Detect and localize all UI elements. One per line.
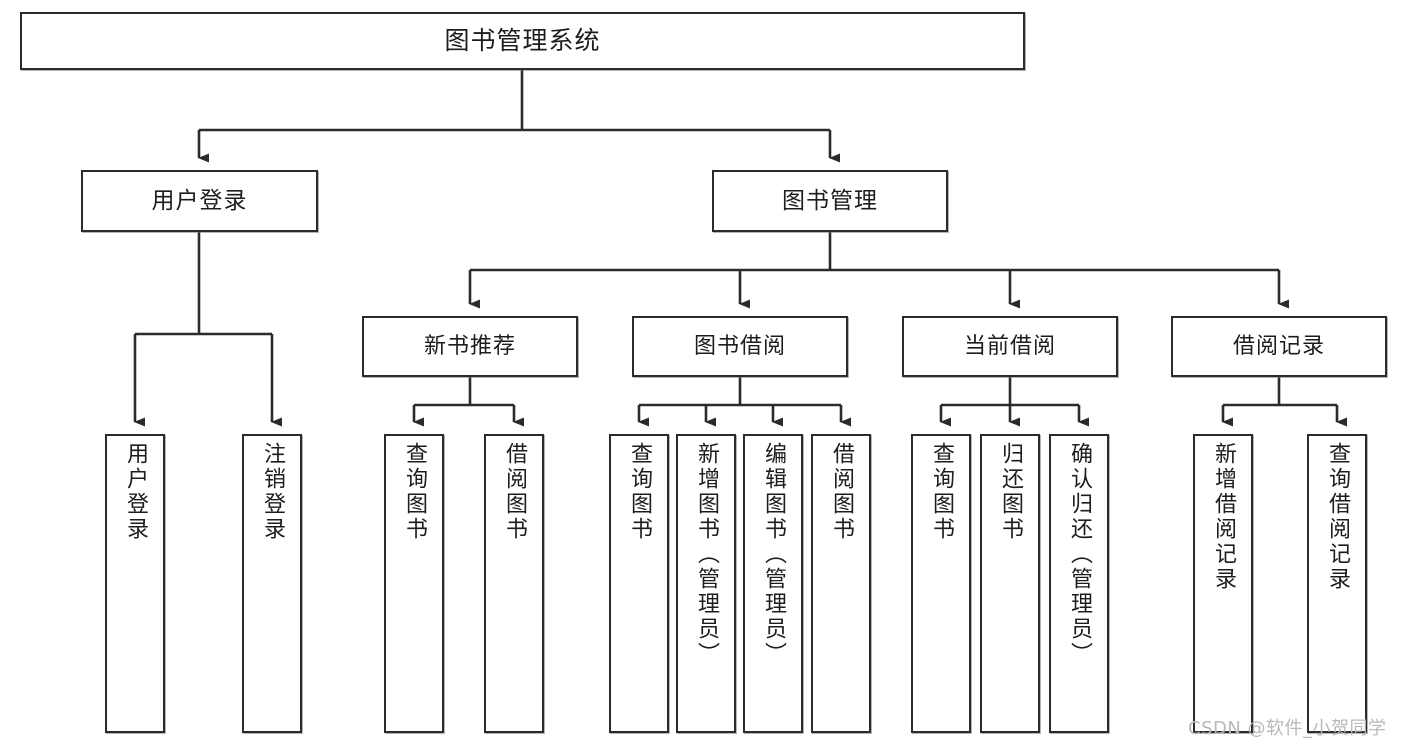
node-user-login[interactable]: 用户登录 — [81, 170, 318, 232]
node-borrow-record-label: 借阅记录 — [1232, 333, 1325, 359]
leaf-borrow-edit-book-admin-label: 编辑图书（管理员） — [761, 442, 786, 667]
leaf-current-confirm-return-admin[interactable]: 确认归还（管理员） — [1049, 434, 1109, 733]
node-book-management[interactable]: 图书管理 — [712, 170, 948, 232]
leaf-record-query-borrow-record[interactable]: 查询借阅记录 — [1307, 434, 1367, 733]
leaf-current-return-book[interactable]: 归还图书 — [980, 434, 1040, 733]
leaf-record-add-borrow-record-label: 新增借阅记录 — [1211, 442, 1236, 592]
leaf-record-query-borrow-record-label: 查询借阅记录 — [1325, 442, 1350, 592]
leaf-borrow-query-book[interactable]: 查询图书 — [609, 434, 669, 733]
leaf-borrow-add-book-admin[interactable]: 新增图书（管理员） — [676, 434, 736, 733]
node-new-book-recommend-label: 新书推荐 — [423, 333, 516, 359]
leaf-user-login-label: 用户登录 — [123, 442, 148, 542]
leaf-borrow-add-book-admin-label: 新增图书（管理员） — [694, 442, 719, 667]
node-root-label: 图书管理系统 — [444, 25, 601, 55]
leaf-user-login[interactable]: 用户登录 — [105, 434, 165, 733]
leaf-new-book-borrow-book[interactable]: 借阅图书 — [484, 434, 544, 733]
leaf-current-return-book-label: 归还图书 — [998, 442, 1023, 542]
node-user-login-label: 用户登录 — [151, 187, 248, 214]
leaf-logout[interactable]: 注销登录 — [242, 434, 302, 733]
leaf-borrow-query-book-label: 查询图书 — [627, 442, 652, 542]
leaf-logout-label: 注销登录 — [260, 442, 285, 542]
node-new-book-recommend[interactable]: 新书推荐 — [362, 316, 578, 377]
leaf-new-book-borrow-book-label: 借阅图书 — [502, 442, 527, 542]
leaf-current-query-book[interactable]: 查询图书 — [911, 434, 971, 733]
leaf-record-add-borrow-record[interactable]: 新增借阅记录 — [1193, 434, 1253, 733]
node-current-borrow-label: 当前借阅 — [963, 333, 1056, 359]
leaf-new-book-query-book[interactable]: 查询图书 — [384, 434, 444, 733]
leaf-current-confirm-return-admin-label: 确认归还（管理员） — [1067, 442, 1092, 667]
node-book-borrow-label: 图书借阅 — [693, 333, 786, 359]
node-current-borrow[interactable]: 当前借阅 — [902, 316, 1118, 377]
leaf-new-book-query-book-label: 查询图书 — [402, 442, 427, 542]
leaf-current-query-book-label: 查询图书 — [929, 442, 954, 542]
leaf-borrow-edit-book-admin[interactable]: 编辑图书（管理员） — [743, 434, 803, 733]
node-book-management-label: 图书管理 — [782, 187, 878, 214]
leaf-borrow-borrow-book[interactable]: 借阅图书 — [811, 434, 871, 733]
csdn-watermark: CSDN @软件_小贺同学 — [1188, 718, 1387, 739]
node-borrow-record[interactable]: 借阅记录 — [1171, 316, 1387, 377]
node-book-borrow[interactable]: 图书借阅 — [632, 316, 848, 377]
node-root-book-management-system[interactable]: 图书管理系统 — [20, 12, 1025, 70]
leaf-borrow-borrow-book-label: 借阅图书 — [829, 442, 854, 542]
